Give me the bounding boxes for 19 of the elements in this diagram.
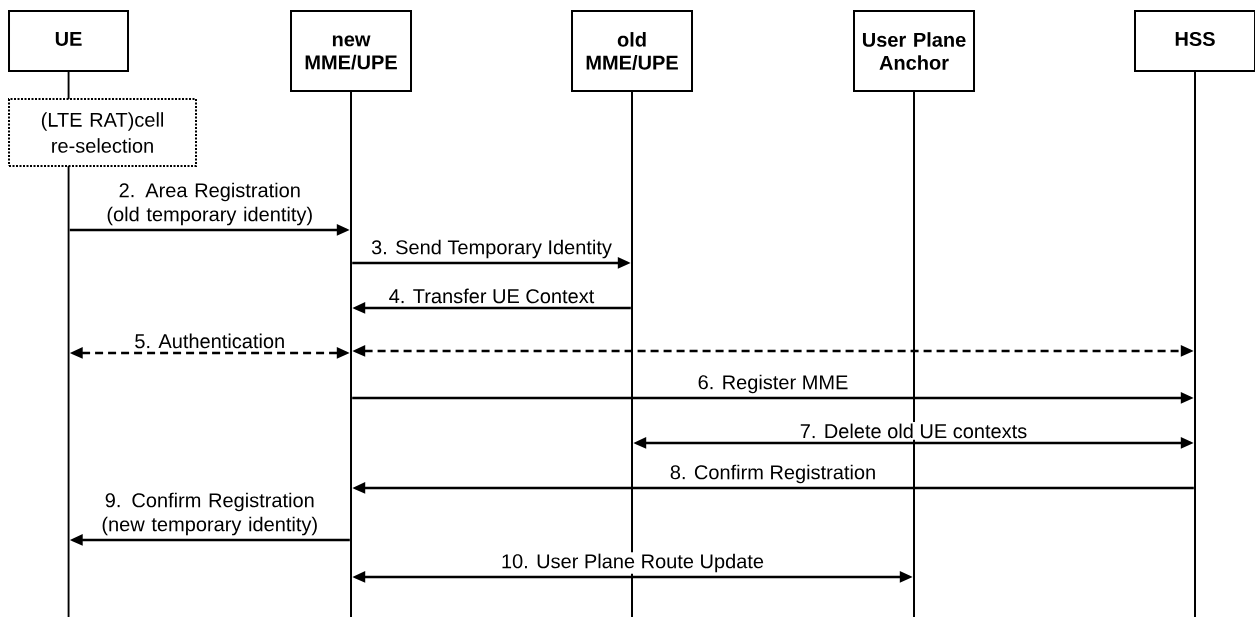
lifeline [631,90,633,617]
edge-label: 5. Authentication [132,332,287,350]
edge-label: 10. User Plane Route Update [499,552,766,574]
lifeline [350,90,352,617]
state-box: (LTE RAT)cell re-selection [8,98,197,167]
edge-label: 3. Send Temporary Identity [369,238,614,260]
participant-box: User Plane Anchor [853,10,975,92]
edge-label: 2. Area Registration (old temporary identity) [97,181,323,227]
participant-box: new MME/UPE [290,10,412,92]
edge-label: 4. Transfer UE Context [387,287,596,305]
participant-box: HSS [1134,10,1255,72]
participant-box: UE [8,10,129,72]
lifeline [913,90,915,617]
edge-label: 8. Confirm Registration [668,463,878,485]
participant-box: old MME/UPE [571,10,693,92]
edge-label: 7. Delete old UE contexts [798,422,1029,440]
lifeline [1194,70,1196,617]
edge-label: 9. Confirm Registration (new temporary identity) [88,491,332,537]
edge-label: 6. Register MME [696,373,850,395]
